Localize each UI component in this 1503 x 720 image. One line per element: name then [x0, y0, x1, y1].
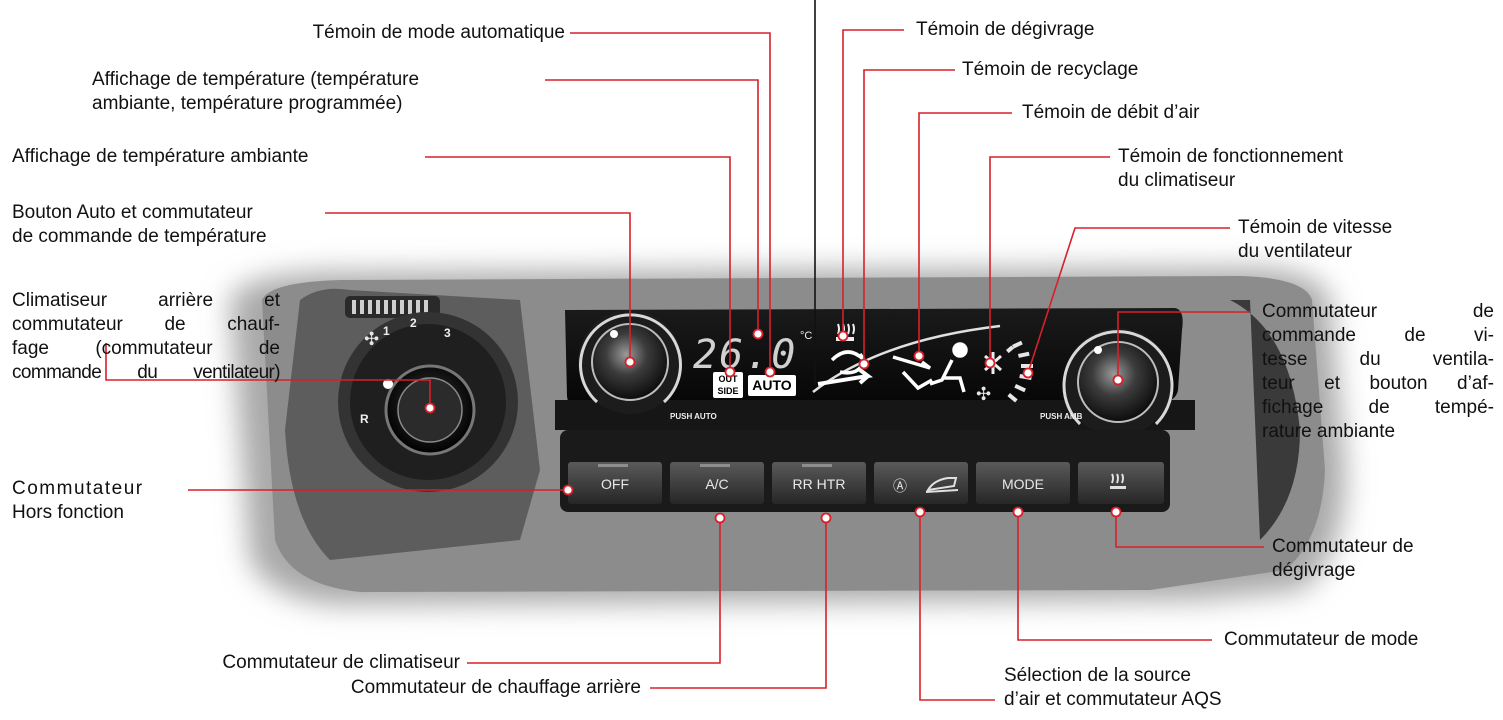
label-off-switch: Commutateur Hors fonction	[12, 477, 184, 525]
label-fan-switch: Commutateur de commande de vi- tesse du …	[1262, 300, 1494, 444]
label-auto-mode-indicator: Témoin de mode automatique	[312, 22, 565, 43]
label-auto-button: Bouton Auto et commutateur de commande d…	[12, 201, 267, 249]
label-fan-switch-line5: fichage de tempé-	[1262, 397, 1494, 418]
label-fan-switch-line2: commande de vi-	[1262, 325, 1494, 346]
outside-indicator: OUT SIDE	[713, 372, 743, 398]
fan-knob-mark	[1094, 346, 1102, 354]
rear-fan-mark-r: R	[360, 412, 369, 426]
label-auto-button-line2: de commande de température	[12, 226, 267, 247]
label-airflow-indicator: Témoin de débit d’air	[1022, 102, 1200, 123]
right-edge	[1230, 300, 1300, 540]
air-source-button[interactable]: Ⓐ	[893, 478, 907, 494]
label-fan-switch-line6: rature ambiante	[1262, 421, 1396, 442]
label-rear-ac-line3: fage (commutateur de	[12, 338, 280, 359]
rear-fan-mark-2: 2	[410, 316, 417, 330]
mode-button[interactable]: MODE	[1002, 476, 1044, 492]
label-ac-switch: Commutateur de climatiseur	[222, 652, 460, 673]
label-fan-indicator-line1: Témoin de vitesse	[1238, 217, 1393, 238]
label-ac-indicator-line1: Témoin de fonctionnement	[1118, 146, 1343, 167]
label-recirc-indicator: Témoin de recyclage	[962, 59, 1139, 80]
fan-indicator-icon: ✣	[976, 384, 991, 405]
push-auto-label: PUSH AUTO	[670, 412, 717, 421]
label-fan-switch-line3: tesse du ventila-	[1262, 349, 1494, 370]
aqs-car-icon	[925, 477, 959, 493]
label-temp-display-line1: Affichage de température (température	[92, 69, 420, 90]
label-defrost-switch-line2: dégivrage	[1272, 560, 1356, 581]
temp-auto-knob[interactable]	[591, 323, 669, 401]
label-rear-heater-switch: Commutateur de chauffage arrière	[350, 677, 641, 698]
label-fan-switch-line4: teur et bouton d’af-	[1262, 373, 1494, 394]
rear-fan-icon: ✣	[364, 329, 379, 350]
label-fan-indicator-line2: du ventilateur	[1238, 241, 1353, 262]
label-off-switch-line2: Hors fonction	[12, 502, 124, 523]
label-ac-indicator-line2: du climatiseur	[1118, 170, 1236, 191]
label-rear-ac-line1: Climatiseur arrière et	[12, 290, 280, 311]
label-ambient-display: Affichage de température ambiante	[12, 146, 309, 167]
label-off-switch-line1: Commutateur	[12, 478, 144, 499]
outside-text-bottom: SIDE	[717, 386, 739, 396]
label-fan-indicator: Témoin de vitesse du ventilateur	[1238, 216, 1392, 264]
recirc-arrow-tail-icon	[817, 368, 873, 386]
label-temp-display-line2: ambiante, température programmée)	[92, 93, 403, 114]
rear-fan-mark-3: 3	[444, 326, 451, 340]
temp-knob-mark	[610, 330, 618, 338]
button-faces	[568, 462, 1164, 504]
rear-heater-button[interactable]: RR HTR	[792, 476, 846, 492]
label-rear-ac: Climatiseur arrière et commutateur de ch…	[12, 289, 281, 385]
label-defrost-switch-line1: Commutateur de	[1272, 536, 1414, 557]
auto-mode-indicator: AUTO	[748, 375, 796, 396]
rear-fan-mark-1: 1	[383, 324, 390, 338]
temperature-unit: °C	[800, 330, 813, 342]
rear-fan-indicator-dot	[383, 379, 393, 389]
defrost-button[interactable]	[1078, 462, 1164, 504]
label-rear-ac-line4: commande du ventilateur)	[12, 362, 281, 383]
label-mode-switch: Commutateur de mode	[1224, 629, 1419, 650]
temperature-readout: 26.0	[693, 332, 798, 378]
off-button[interactable]: OFF	[601, 476, 629, 492]
fan-speed-knob[interactable]	[1077, 341, 1159, 423]
outside-text-top: OUT	[718, 374, 738, 384]
defrost-button-icon	[1110, 473, 1126, 489]
rear-fan-knob-highlight	[397, 377, 463, 443]
label-air-source-line2: d’air et commutateur AQS	[1004, 689, 1222, 710]
label-air-source-line1: Sélection de la source	[1004, 665, 1191, 686]
push-amb-label: PUSH AMB	[1040, 412, 1083, 421]
label-temp-display: Affichage de température (température am…	[92, 68, 419, 116]
label-auto-button-line1: Bouton Auto et commutateur	[12, 202, 253, 223]
label-ac-indicator: Témoin de fonctionnement du climatiseur	[1118, 145, 1343, 193]
ac-button[interactable]: A/C	[705, 476, 729, 492]
label-defrost-switch: Commutateur de dégivrage	[1272, 535, 1414, 583]
label-fan-switch-line1: Commutateur de	[1262, 301, 1494, 322]
label-air-source: Sélection de la source d’air et commutat…	[1004, 664, 1222, 712]
label-defrost-indicator: Témoin de dégivrage	[916, 19, 1095, 40]
label-rear-ac-line2: commutateur de chauf-	[12, 314, 280, 335]
